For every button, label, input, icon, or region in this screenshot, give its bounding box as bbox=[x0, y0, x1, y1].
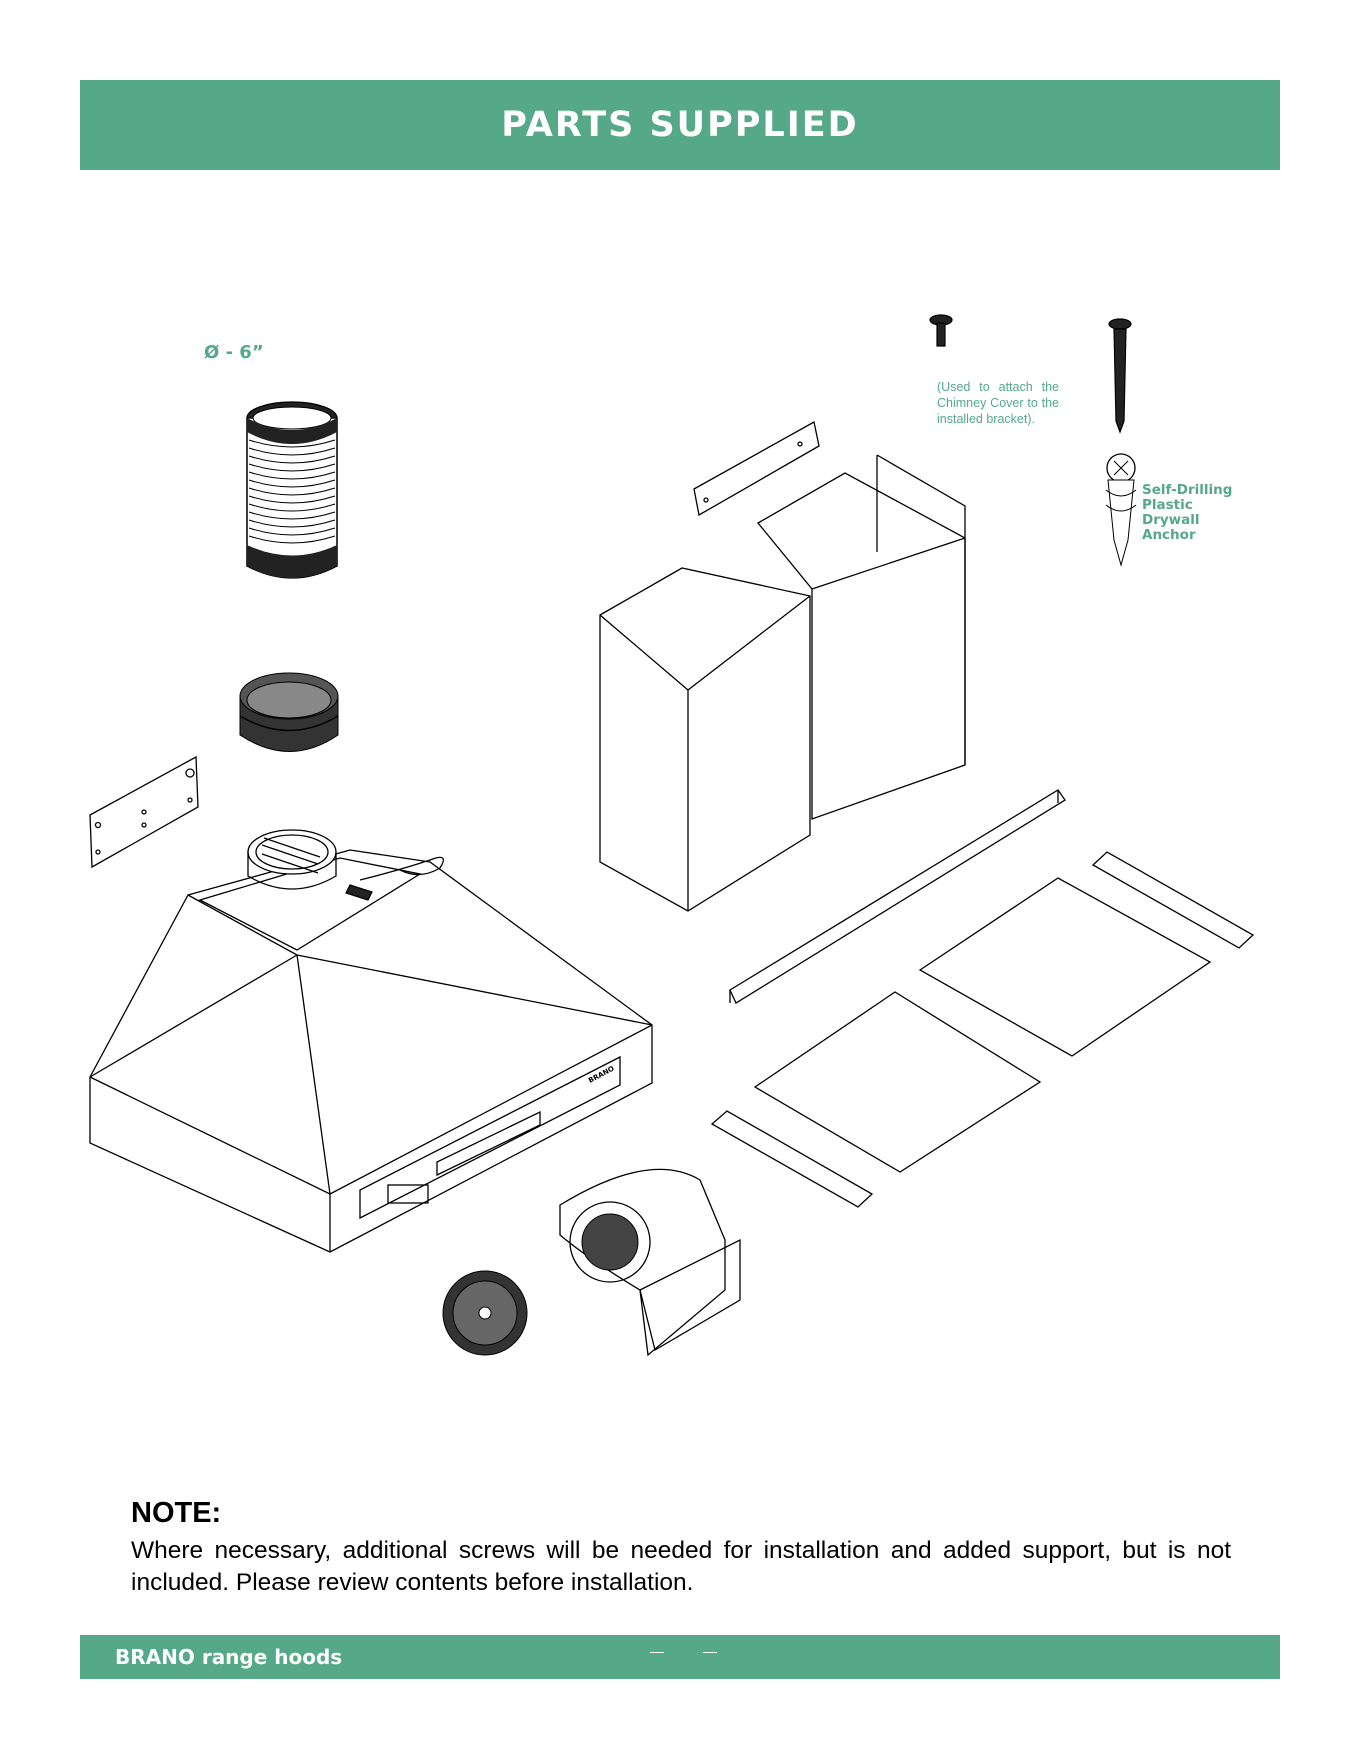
screw-usage-note: (Used to attach the Chimney Cover to the… bbox=[937, 380, 1059, 426]
range-hood-illustration bbox=[89, 829, 653, 1253]
anchor-label-line: Plastic bbox=[1142, 497, 1193, 513]
flexible-duct-illustration bbox=[246, 401, 338, 579]
footer-brand: BRANO range hoods bbox=[115, 1645, 343, 1669]
filter-rail-illustration bbox=[729, 789, 1066, 1004]
note-heading: NOTE: bbox=[131, 1497, 222, 1529]
duct-diameter-label: Ø - 6” bbox=[204, 342, 264, 363]
duct-adapter-illustration bbox=[239, 672, 339, 752]
footer-dash bbox=[703, 1652, 717, 1653]
footer-banner: BRANO range hoods bbox=[80, 1635, 1280, 1679]
anchor-label-line: Self-Drilling bbox=[1142, 482, 1233, 498]
screw-illustration bbox=[929, 314, 953, 347]
baffle-filter-illustration bbox=[753, 877, 1212, 1173]
anchor-label-line: Anchor bbox=[1142, 527, 1196, 543]
mounting-plate-illustration bbox=[89, 755, 199, 869]
drywall-anchor-illustration bbox=[1105, 453, 1137, 567]
upper-chimney-cover-illustration bbox=[757, 454, 966, 820]
anchor-label-line: Drywall bbox=[1142, 512, 1200, 528]
footer-dash bbox=[650, 1652, 664, 1653]
anchor-label: Self-Drilling Plastic Drywall Anchor bbox=[1142, 483, 1262, 543]
filter-spacer-illustration bbox=[710, 851, 1255, 1208]
chimney-bracket-illustration bbox=[693, 421, 820, 517]
blower-motor-illustration bbox=[559, 1168, 741, 1357]
header-banner: PARTS SUPPLIED bbox=[80, 80, 1280, 170]
lower-chimney-cover-illustration bbox=[599, 567, 811, 912]
note-body: Where necessary, additional screws will … bbox=[131, 1537, 1231, 1596]
charcoal-filter-illustration bbox=[442, 1270, 528, 1356]
page-title: PARTS SUPPLIED bbox=[501, 105, 859, 145]
long-screw-illustration bbox=[1108, 318, 1132, 434]
